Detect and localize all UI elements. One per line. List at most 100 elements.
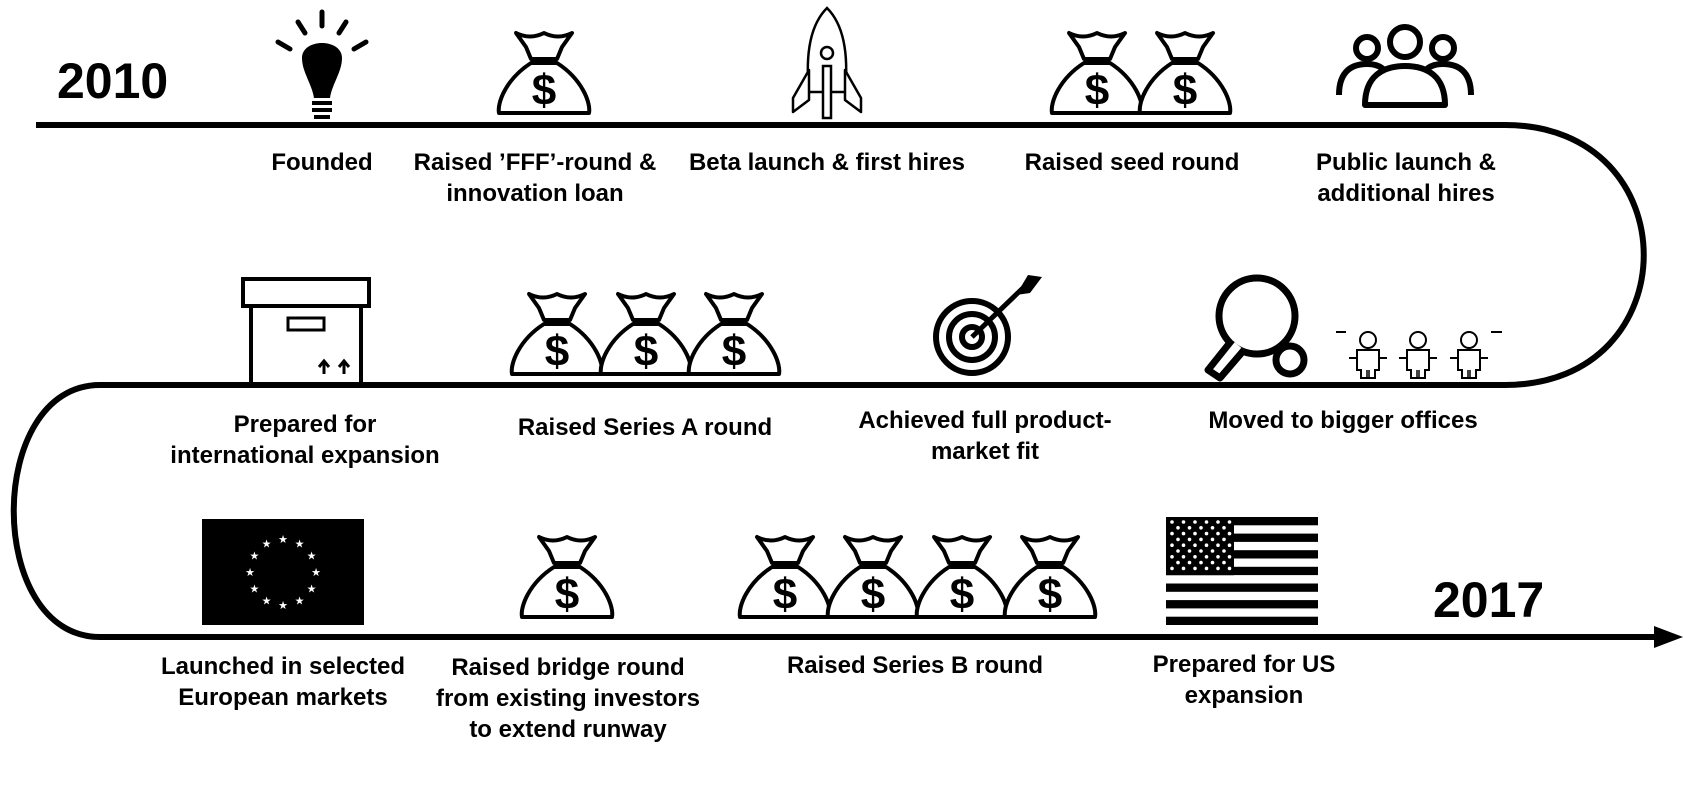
- end-year: 2017: [1433, 572, 1545, 628]
- money-bag-icon: [737, 535, 1098, 621]
- milestone-label-bigger-offices: Moved to bigger offices: [1208, 407, 1478, 434]
- flag-star: [1199, 526, 1203, 530]
- milestone-label-public-launch: Public launch & additional hires: [1315, 149, 1497, 207]
- flag-star: [1187, 560, 1192, 565]
- flag-star: [1227, 531, 1232, 536]
- target-icon: [933, 275, 1042, 376]
- flag-star: [1204, 566, 1209, 571]
- flag-star: [1187, 526, 1192, 530]
- flag-star: [1193, 531, 1197, 536]
- money-bag-icon: [496, 31, 592, 117]
- eu-star: ★: [245, 566, 255, 579]
- milestone-label-series-b: Raised Series B round: [786, 652, 1044, 679]
- flag-stripe: [1166, 583, 1318, 592]
- eu-star: ★: [311, 566, 321, 579]
- flag-star: [1181, 566, 1186, 571]
- eu-star: ★: [307, 550, 317, 563]
- flag-star: [1199, 537, 1203, 542]
- flag-stripe: [1166, 566, 1318, 576]
- money-bag-icon: [519, 535, 615, 621]
- flag-star: [1193, 566, 1197, 571]
- eu-star: ★: [249, 583, 259, 596]
- money-bag-icon: [509, 292, 782, 378]
- flag-star: [1176, 537, 1180, 542]
- flag-star: [1170, 520, 1174, 524]
- timeline-arrowhead: [1654, 626, 1683, 648]
- rocket-icon: [791, 6, 863, 120]
- flag-star: [1227, 543, 1232, 547]
- milestone-label-us-expansion: Prepared for US expansion: [1152, 651, 1336, 709]
- flag-stripe: [1166, 550, 1318, 559]
- flag-star: [1222, 537, 1226, 542]
- milestone-label-bridge-round: Raised bridge round from existing invest…: [435, 654, 701, 743]
- milestone-label-beta-launch: Beta launch & first hires: [688, 149, 966, 176]
- flag-star: [1170, 543, 1174, 547]
- people-group-icon: [1336, 24, 1474, 108]
- flag-star: [1216, 555, 1220, 559]
- eu-star: ★: [278, 533, 288, 546]
- milestone-label-product-market-fit: Achieved full product- market fit: [858, 407, 1112, 465]
- flag-star: [1193, 520, 1197, 524]
- flag-star: [1216, 531, 1220, 536]
- flag-star: [1187, 549, 1192, 553]
- flag-star: [1210, 560, 1215, 565]
- flag-star: [1204, 555, 1209, 559]
- flag-star: [1176, 526, 1180, 530]
- flag-star: [1227, 555, 1232, 559]
- milestone-label-international: Prepared for international expansion: [170, 411, 440, 469]
- eu-star: ★: [278, 599, 288, 612]
- flag-star: [1199, 560, 1203, 565]
- start-year: 2010: [57, 53, 169, 109]
- milestone-label-founded: Founded: [271, 149, 373, 176]
- flag-star: [1216, 520, 1220, 524]
- flag-star: [1181, 520, 1186, 524]
- flag-star: [1210, 537, 1215, 542]
- flag-star: [1222, 560, 1226, 565]
- eu-star: ★: [262, 595, 272, 608]
- flag-stripe: [1166, 517, 1318, 526]
- flag-star: [1170, 531, 1174, 536]
- milestone-label-fff-round: Raised ’FFF’-round & innovation loan: [413, 149, 657, 207]
- eu-star: ★: [262, 537, 272, 550]
- flag-star: [1199, 549, 1203, 553]
- money-bag-icon: [1049, 31, 1233, 117]
- flag-star: [1181, 555, 1186, 559]
- eu-star: ★: [295, 537, 305, 550]
- eu-star: ★: [307, 583, 317, 596]
- flag-canton: [1166, 517, 1234, 576]
- flag-stripe: [1166, 533, 1318, 542]
- us-flag-icon: [1166, 517, 1318, 625]
- flag-star: [1227, 520, 1232, 524]
- flag-star: [1170, 555, 1174, 559]
- flag-star: [1222, 549, 1226, 553]
- milestone-label-seed-round: Raised seed round: [1024, 149, 1240, 176]
- ping-pong-paddle-icon: [1204, 274, 1308, 382]
- flag-stripe: [1166, 600, 1318, 609]
- flag-star: [1193, 543, 1197, 547]
- milestone-label-series-a: Raised Series A round: [517, 414, 773, 441]
- flag-star: [1204, 531, 1209, 536]
- flag-star: [1181, 531, 1186, 536]
- lightbulb-icon: [275, 9, 369, 119]
- flag-star: [1216, 543, 1220, 547]
- flag-star: [1176, 560, 1180, 565]
- flag-star: [1181, 543, 1186, 547]
- flag-star: [1210, 549, 1215, 553]
- flag-star: [1176, 549, 1180, 553]
- flag-star: [1170, 566, 1174, 571]
- flag-stripe: [1166, 616, 1318, 625]
- flag-star: [1216, 566, 1220, 571]
- flag-star: [1193, 555, 1197, 559]
- flag-star: [1227, 566, 1232, 571]
- flag-star: [1204, 543, 1209, 547]
- eu-star: ★: [249, 550, 259, 563]
- shipping-box-icon: [241, 277, 371, 386]
- eu-star: ★: [295, 595, 305, 608]
- flag-star: [1187, 537, 1192, 542]
- timeline-path: [10, 122, 1660, 640]
- flag-star: [1222, 526, 1226, 530]
- eu-flag-icon: ★★★★★★★★★★★★: [202, 519, 364, 625]
- milestone-label-european-markets: Launched in selected European markets: [160, 653, 406, 711]
- flag-star: [1204, 520, 1209, 524]
